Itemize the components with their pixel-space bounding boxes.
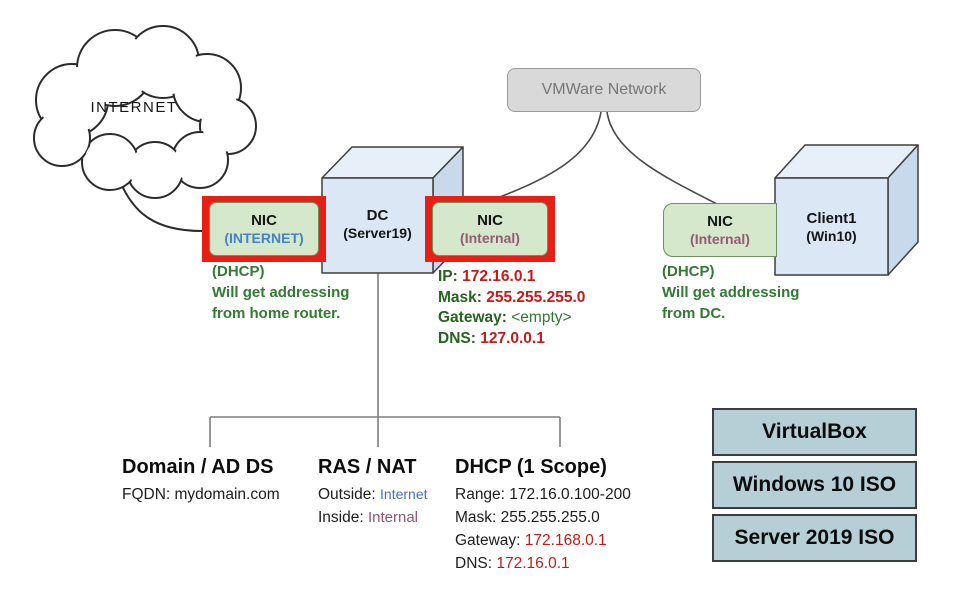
- dhcp-note-client-line3: from DC.: [662, 305, 726, 322]
- dhcp-note-internet-line2: Will get addressing: [212, 284, 350, 301]
- client-name: Client1: [806, 210, 857, 227]
- gateway-value: <empty>: [511, 309, 572, 326]
- vmware-network-label: VMWare Network: [541, 81, 667, 98]
- requirements-stack: VirtualBox Windows 10 ISO Server 2019 IS…: [712, 408, 917, 567]
- nic-config-ip: IP: 172.16.0.1: [438, 267, 585, 288]
- vmware-to-client-connector: [606, 111, 718, 205]
- role-domain-fqdn: FQDN: mydomain.com: [122, 486, 280, 503]
- nic-internal-dc-highlight-frame: NIC (Internal): [425, 196, 555, 262]
- role-dhcp-dns: DNS: 172.16.0.1: [455, 552, 631, 575]
- role-dhcp-gateway: Gateway: 172.168.0.1: [455, 529, 631, 552]
- role-ras-nat: RAS / NAT Outside: Internet Inside: Inte…: [318, 457, 428, 529]
- nic-internal-client-box: NIC (Internal): [663, 203, 777, 257]
- nic-config-gateway: Gateway: <empty>: [438, 308, 585, 329]
- client-os: (Win10): [806, 228, 857, 244]
- nic-internal-config: IP: 172.16.0.1 Mask: 255.255.255.0 Gatew…: [438, 267, 585, 349]
- role-dhcp-mask: Mask: 255.255.255.0: [455, 509, 600, 526]
- role-domain: Domain / AD DS FQDN: mydomain.com: [122, 457, 280, 506]
- stack-box-windows10-iso: Windows 10 ISO: [712, 461, 917, 509]
- nic-internet-title: NIC: [251, 212, 277, 229]
- nic-internet-network: (INTERNET): [224, 230, 304, 246]
- nic-internet-highlight-frame: NIC (INTERNET): [202, 196, 326, 262]
- stack-box-server2019-iso: Server 2019 ISO: [712, 514, 917, 562]
- role-ras-title: RAS / NAT: [318, 456, 417, 478]
- gateway-label: Gateway:: [438, 309, 507, 326]
- dc-name: DC: [366, 207, 389, 224]
- dc-server-label: DC (Server19): [322, 207, 433, 242]
- internet-cloud-label: INTERNET: [90, 99, 178, 116]
- role-dhcp-range: Range: 172.16.0.100-200: [455, 486, 631, 503]
- dns-label: DNS:: [438, 329, 476, 347]
- nic-internal-client-network: (Internal): [690, 231, 750, 247]
- dns-value: 127.0.0.1: [480, 329, 545, 347]
- mask-value: 255.255.255.0: [486, 288, 586, 306]
- dhcp-dns-value: 172.16.0.1: [496, 555, 570, 572]
- dhcp-note-internet-line1: (DHCP): [212, 263, 265, 280]
- ip-label: IP:: [438, 268, 458, 285]
- role-dhcp-title: DHCP (1 Scope): [455, 456, 607, 478]
- dhcp-note-internet: (DHCP) Will get addressing from home rou…: [212, 261, 349, 324]
- ras-outside-value: Internet: [380, 486, 428, 502]
- dhcp-gateway-label: Gateway:: [455, 532, 521, 549]
- stack-box-virtualbox: VirtualBox: [712, 408, 917, 456]
- dc-roles-tree-lines: [209, 273, 561, 447]
- vmware-network-box: VMWare Network: [507, 68, 701, 112]
- role-dhcp: DHCP (1 Scope) Range: 172.16.0.100-200 M…: [455, 457, 631, 575]
- nic-internal-dc-title: NIC: [477, 212, 503, 229]
- nic-internet-box: NIC (INTERNET): [209, 202, 319, 256]
- role-ras-inside: Inside: Internal: [318, 506, 428, 529]
- dhcp-dns-label: DNS:: [455, 555, 493, 572]
- dhcp-gateway-value: 172.168.0.1: [524, 532, 607, 549]
- client-cube: [774, 144, 919, 276]
- role-ras-outside: Outside: Internet: [318, 483, 428, 506]
- ip-value: 172.16.0.1: [462, 268, 536, 285]
- dhcp-note-internet-line3: from home router.: [212, 305, 341, 322]
- internet-cloud-fill: [36, 28, 254, 196]
- nic-internal-dc-network: (Internal): [460, 230, 520, 246]
- dhcp-note-client-line1: (DHCP): [662, 263, 715, 280]
- role-domain-title: Domain / AD DS: [122, 456, 274, 478]
- dc-os: (Server19): [343, 225, 412, 241]
- mask-label: Mask:: [438, 288, 482, 306]
- nic-internal-dc-box: NIC (Internal): [432, 202, 548, 256]
- vmware-to-dc-connector: [496, 111, 602, 199]
- dhcp-note-client: (DHCP) Will get addressing from DC.: [662, 261, 799, 324]
- ras-inside-label: Inside:: [318, 509, 364, 526]
- nic-config-mask: Mask: 255.255.255.0: [438, 288, 585, 309]
- nic-internal-client-title: NIC: [707, 213, 733, 230]
- dhcp-note-client-line2: Will get addressing: [662, 284, 800, 301]
- client-label: Client1 (Win10): [775, 210, 888, 245]
- ras-inside-value: Internal: [367, 509, 419, 526]
- nic-config-dns: DNS: 127.0.0.1: [438, 329, 585, 350]
- ras-outside-label: Outside:: [318, 486, 376, 503]
